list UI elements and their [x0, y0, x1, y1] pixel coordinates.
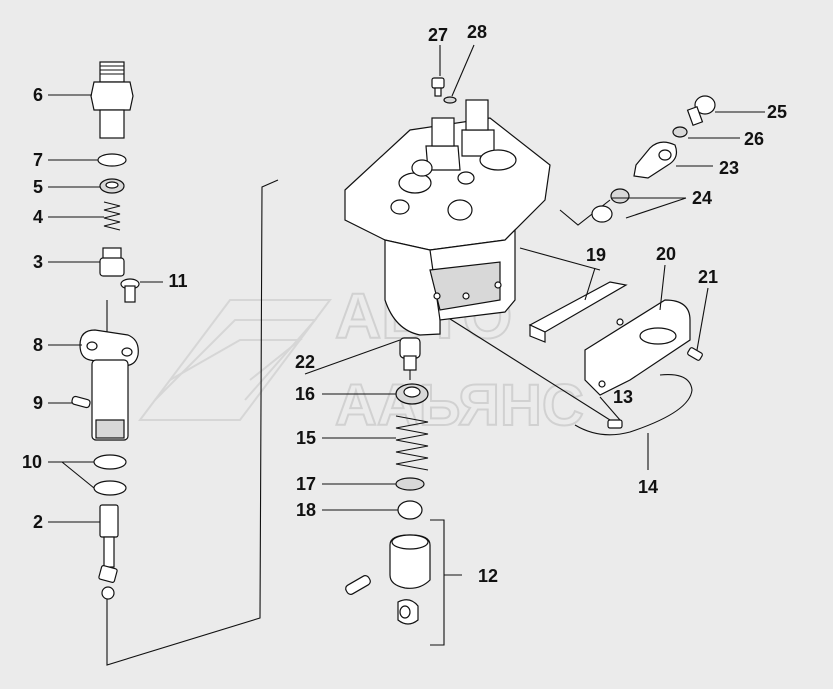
- part-3-delivery-valve: [99, 247, 125, 277]
- part-24-washers: [591, 188, 630, 223]
- callout-27: 27: [428, 25, 448, 45]
- part-12-tappet-assembly: [345, 519, 462, 646]
- callout-14: 14: [638, 477, 658, 497]
- callout-28: 28: [467, 22, 487, 42]
- pump-housing: [344, 117, 551, 336]
- part-22-plunger-top: [399, 337, 421, 371]
- part-6-delivery-valve-holder: [90, 61, 134, 139]
- callout-21: 21: [698, 267, 718, 287]
- callout-9: 9: [33, 393, 43, 413]
- callout-17: 17: [296, 474, 316, 494]
- callout-13: 13: [613, 387, 633, 407]
- callout-5: 5: [33, 177, 43, 197]
- part-13-pin: [607, 419, 623, 429]
- callout-18: 18: [296, 500, 316, 520]
- callout-19: 19: [586, 245, 606, 265]
- callout-2: 2: [33, 512, 43, 532]
- part-27-screw: [431, 77, 445, 97]
- pump-outlet-fittings: [411, 99, 517, 185]
- part-26-washer: [672, 126, 688, 138]
- part-8-flange-plunger-barrel: [79, 329, 139, 441]
- callout-12: 12: [478, 566, 498, 586]
- callout-24: 24: [692, 188, 712, 208]
- callout-10: 10: [22, 452, 42, 472]
- callout-16: 16: [295, 384, 315, 404]
- part-21-screw: [687, 347, 703, 361]
- part-18-shim: [397, 500, 423, 520]
- part-11-screw: [120, 278, 140, 303]
- callout-8: 8: [33, 335, 43, 355]
- part-7-o-ring: [97, 153, 127, 167]
- callout-23: 23: [719, 158, 739, 178]
- callout-labels: 6 7 5 4 3 11 8 9 10 2 27 28 25 26 23 24 …: [22, 22, 787, 586]
- part-2-plunger: [98, 504, 119, 600]
- part-5-washer: [99, 178, 125, 194]
- part-16-spring-seat: [395, 383, 429, 405]
- callout-20: 20: [656, 244, 676, 264]
- leader-lines: [48, 44, 765, 523]
- watermark-chevrons: [138, 299, 332, 421]
- part-10-o-rings: [93, 454, 127, 496]
- callout-6: 6: [33, 85, 43, 105]
- callout-25: 25: [767, 102, 787, 122]
- part-23-fitting: [633, 141, 678, 179]
- part-14-wire-clip: [574, 374, 693, 436]
- callout-22: 22: [295, 352, 315, 372]
- callout-15: 15: [296, 428, 316, 448]
- part-9-pin: [71, 395, 91, 409]
- part-25-bolt: [686, 95, 716, 126]
- part-19-rail: [528, 281, 628, 343]
- callout-3: 3: [33, 252, 43, 272]
- part-17-lower-seat: [395, 477, 425, 491]
- callout-11: 11: [168, 271, 187, 291]
- part-15-plunger-spring: [395, 415, 429, 471]
- watermark-logo: АВТО ААЬЯНС: [138, 279, 585, 439]
- part-4-spring: [103, 201, 121, 231]
- callout-4: 4: [33, 207, 43, 227]
- watermark-line2: ААЬЯНС: [335, 373, 584, 438]
- callout-7: 7: [33, 150, 43, 170]
- part-28-washer: [443, 96, 457, 104]
- callout-26: 26: [744, 129, 764, 149]
- part-20-cover-plate: [584, 299, 691, 396]
